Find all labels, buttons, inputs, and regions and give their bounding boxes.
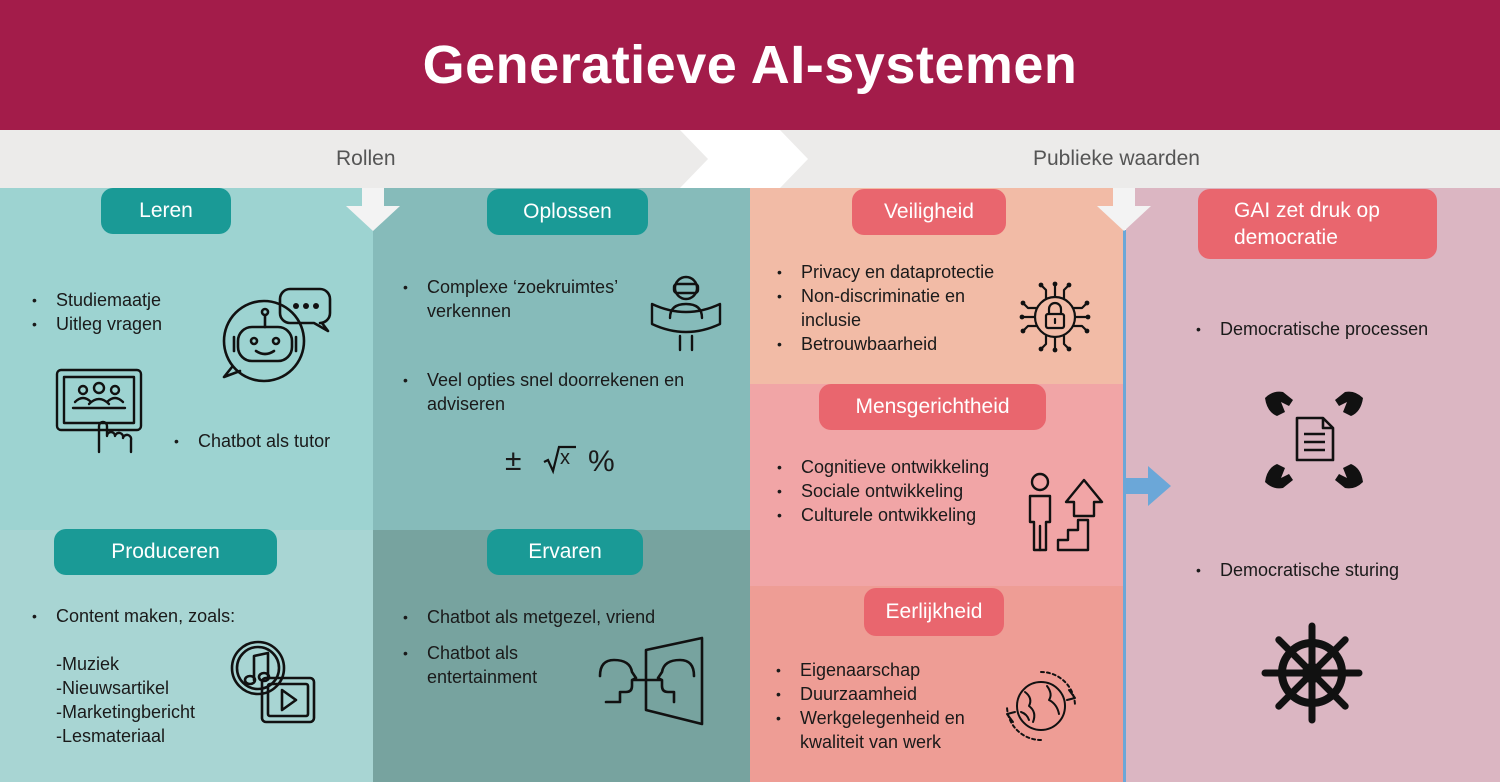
face-to-face-screen-icon — [598, 636, 704, 726]
produceren-sub-item: -Nieuwsartikel — [56, 678, 170, 698]
banner-publieke-waarden-label: Publieke waarden — [1033, 147, 1200, 170]
circuit-lock-icon — [1019, 281, 1091, 353]
list-item: Veel opties snel doorrekenen en advisere… — [403, 368, 693, 416]
list-item: Studiemaatje — [32, 288, 162, 312]
list-item: Sociale ontwikkeling — [777, 479, 989, 503]
list-item: Content maken, zoals: — [32, 604, 235, 628]
list-item: Chatbot als metgezel, vriend — [403, 605, 655, 629]
banner-arrow-strip — [0, 130, 1500, 188]
eerlijkheid-label: Eerlijkheid — [864, 588, 1004, 636]
plus-minus-symbol: ± — [505, 444, 522, 477]
list-item: Werkgelegenheid en kwaliteit van werk — [776, 706, 996, 754]
democratie-list-2: Democratische sturing — [1196, 558, 1399, 582]
ervaren-list-2: Chatbot als entertainment — [403, 641, 583, 689]
democratie-label: GAI zet druk op democratie — [1198, 189, 1437, 259]
mensgerichtheid-list: Cognitieve ontwikkeling Sociale ontwikke… — [777, 455, 989, 527]
list-item: Complexe ‘zoekruimtes’ verkennen — [403, 275, 643, 323]
leren-panel — [0, 188, 373, 530]
chatbot-robot-icon — [222, 287, 332, 383]
list-item: Non-discriminatie en inclusie — [777, 284, 997, 332]
page-title: Generatieve AI-systemen — [422, 35, 1078, 95]
person-stairs-up-icon — [1028, 472, 1104, 552]
hands-document-icon — [1265, 391, 1363, 489]
oplossen-panel — [373, 188, 750, 530]
list-item: Eigenaarschap — [776, 658, 996, 682]
veiligheid-list: Privacy en dataprotectie Non-discriminat… — [777, 260, 997, 356]
produceren-list: Content maken, zoals: — [32, 604, 235, 628]
list-item: Cognitieve ontwikkeling — [777, 455, 989, 479]
leren-label: Leren — [101, 188, 231, 234]
percent-symbol: % — [588, 445, 615, 478]
leren-extra-list: Chatbot als tutor — [174, 429, 330, 453]
produceren-sub-item: -Lesmateriaal — [56, 726, 166, 746]
oplossen-label: Oplossen — [487, 189, 648, 235]
ship-wheel-icon — [1261, 622, 1363, 724]
list-item: Duurzaamheid — [776, 682, 996, 706]
list-item: Culturele ontwikkeling — [777, 503, 989, 527]
oplossen-list-2: Veel opties snel doorrekenen en advisere… — [403, 368, 693, 416]
ervaren-label: Ervaren — [487, 529, 643, 575]
list-item: Chatbot als tutor — [174, 429, 330, 453]
list-item: Chatbot als entertainment — [403, 641, 583, 689]
down-arrow-icon — [1097, 188, 1151, 231]
down-arrow-icon — [346, 188, 400, 231]
list-item: Privacy en dataprotectie — [777, 260, 997, 284]
ervaren-list-1: Chatbot als metgezel, vriend — [403, 605, 655, 629]
mensgerichtheid-label: Mensgerichtheid — [819, 384, 1046, 430]
square-root-icon — [543, 445, 576, 475]
eerlijkheid-list: Eigenaarschap Duurzaamheid Werkgelegenhe… — [776, 658, 996, 754]
democratie-list-1: Democratische processen — [1196, 317, 1428, 341]
produceren-label: Produceren — [54, 529, 277, 575]
list-item: Democratische sturing — [1196, 558, 1399, 582]
veiligheid-label: Veiligheid — [852, 189, 1006, 235]
right-arrow-icon — [1124, 466, 1171, 506]
list-item: Uitleg vragen — [32, 312, 162, 336]
leren-list: Studiemaatje Uitleg vragen — [32, 288, 162, 336]
oplossen-list-1: Complexe ‘zoekruimtes’ verkennen — [403, 275, 643, 323]
list-item: Betrouwbaarheid — [777, 332, 997, 356]
music-video-icon — [230, 640, 316, 724]
square-root-x-symbol: x — [560, 447, 570, 469]
produceren-sub-item: -Marketingbericht — [56, 702, 196, 722]
vr-headset-person-icon — [650, 275, 722, 352]
tablet-touch-icon — [55, 368, 143, 454]
header-bar — [0, 0, 1500, 130]
banner-rollen-label: Rollen — [336, 147, 396, 170]
produceren-sub-item: -Muziek — [56, 654, 120, 674]
sustainable-globe-icon — [1006, 671, 1076, 741]
list-item: Democratische processen — [1196, 317, 1428, 341]
blue-divider-line — [1123, 230, 1126, 782]
